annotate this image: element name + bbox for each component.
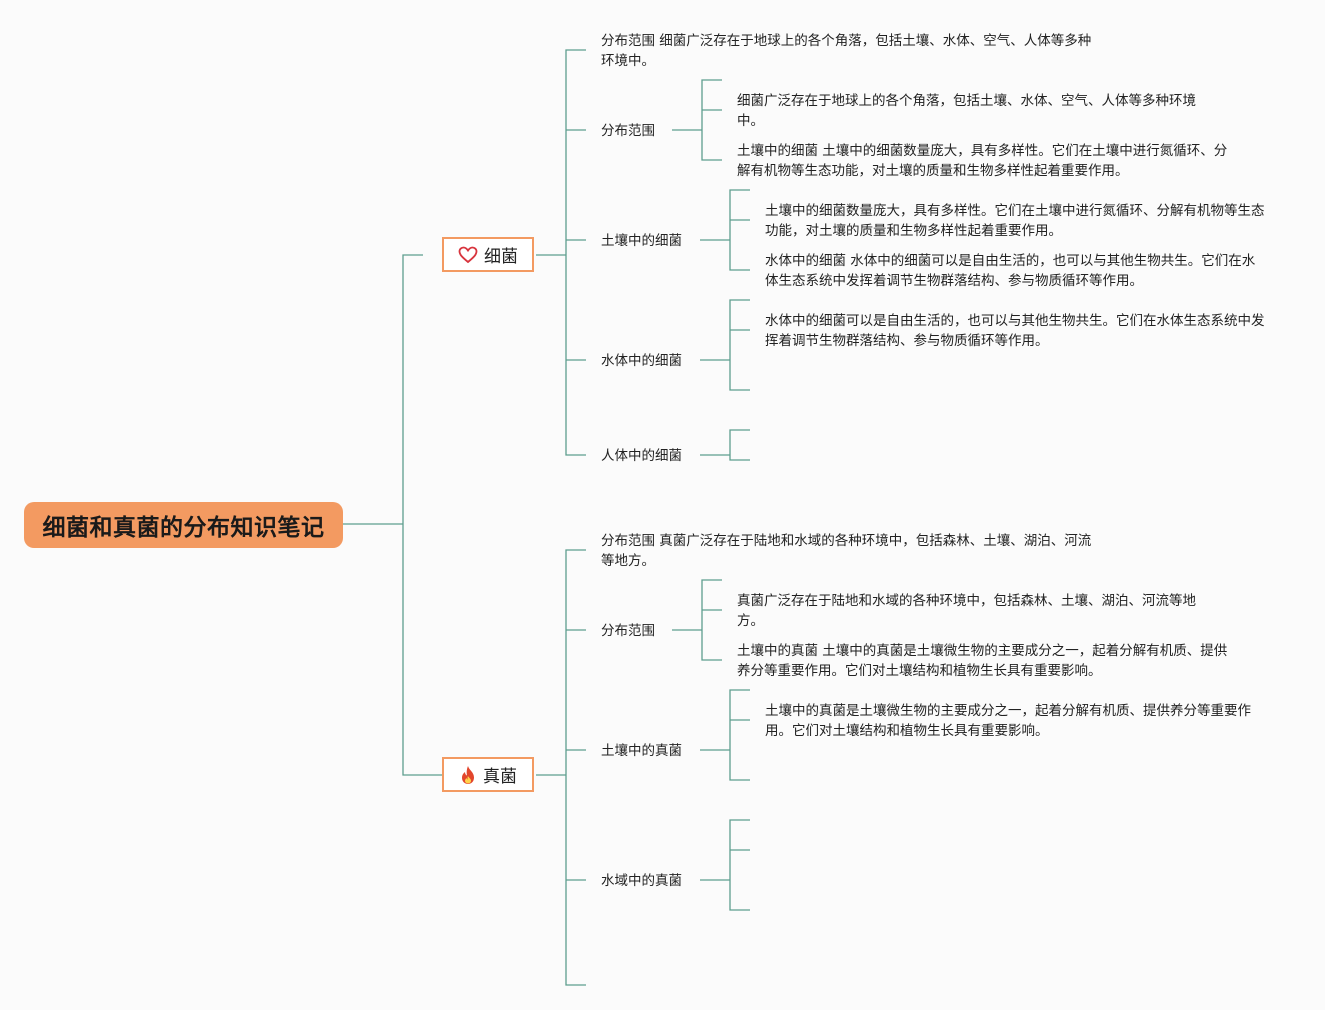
topic-label[interactable]: 分布范围 bbox=[601, 623, 655, 639]
topic-label[interactable]: 分布范围 bbox=[601, 123, 655, 139]
branch-bacteria[interactable]: 细菌 bbox=[442, 237, 534, 272]
topic-label[interactable]: 水域中的真菌 bbox=[601, 873, 682, 889]
branch-summary: 分布范围 细菌广泛存在于地球上的各个角落，包括土壤、水体、空气、人体等多种环境中… bbox=[601, 33, 1092, 69]
topic-detail: 土壤中的真菌 土壤中的真菌是土壤微生物的主要成分之一，起着分解有机质、提供养分等… bbox=[737, 643, 1228, 679]
topic-detail: 土壤中的细菌数量庞大，具有多样性。它们在土壤中进行氮循环、分解有机物等生态功能，… bbox=[765, 203, 1265, 239]
heart-icon bbox=[458, 246, 478, 263]
topic-label[interactable]: 水体中的细菌 bbox=[601, 353, 682, 369]
topic-detail: 土壤中的细菌 土壤中的细菌数量庞大，具有多样性。它们在土壤中进行氮循环、分解有机… bbox=[737, 143, 1228, 179]
branch-label: 真菌 bbox=[483, 767, 517, 787]
topic-detail: 水体中的细菌可以是自由生活的，也可以与其他生物共生。它们在水体生态系统中发挥着调… bbox=[765, 313, 1265, 349]
topic-detail: 细菌广泛存在于地球上的各个角落，包括土壤、水体、空气、人体等多种环境中。 bbox=[737, 93, 1196, 129]
root-title: 细菌和真菌的分布知识笔记 bbox=[42, 515, 325, 541]
branch-label: 细菌 bbox=[484, 247, 518, 267]
topic-detail: 水体中的细菌 水体中的细菌可以是自由生活的，也可以与其他生物共生。它们在水体生态… bbox=[765, 253, 1256, 289]
branch-fungi[interactable]: 真菌 bbox=[442, 757, 534, 792]
topic-detail: 土壤中的真菌是土壤微生物的主要成分之一，起着分解有机质、提供养分等重要作用。它们… bbox=[765, 703, 1251, 739]
topic-label[interactable]: 土壤中的细菌 bbox=[601, 233, 682, 249]
topic-label[interactable]: 土壤中的真菌 bbox=[601, 743, 682, 759]
branch-summary: 分布范围 真菌广泛存在于陆地和水域的各种环境中，包括森林、土壤、湖泊、河流等地方… bbox=[601, 533, 1092, 569]
topic-detail: 真菌广泛存在于陆地和水域的各种环境中，包括森林、土壤、湖泊、河流等地方。 bbox=[737, 593, 1196, 629]
topic-label[interactable]: 人体中的细菌 bbox=[601, 448, 682, 464]
root-topic[interactable]: 细菌和真菌的分布知识笔记 bbox=[24, 502, 343, 548]
fire-icon bbox=[462, 765, 474, 784]
